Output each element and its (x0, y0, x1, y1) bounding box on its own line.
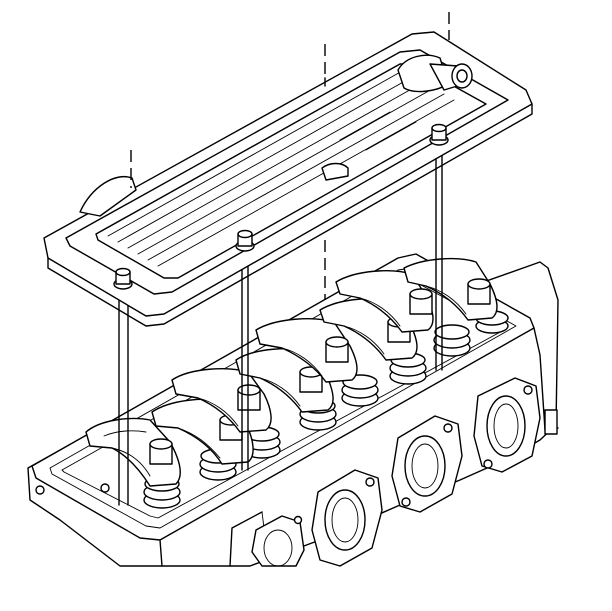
rocker-arm (403, 257, 498, 321)
rocker-arms (85, 257, 498, 487)
valve-cover (43, 31, 533, 327)
exhaust-ports (251, 377, 541, 567)
bolt (235, 229, 255, 252)
cover-bolts (113, 123, 449, 290)
rocker-arm (85, 417, 181, 487)
bolt (429, 123, 449, 146)
reference-lines (130, 12, 450, 188)
bolt (113, 267, 133, 290)
rocker-arm (171, 368, 272, 433)
exhaust-port (391, 415, 463, 513)
rocker-arm (255, 318, 358, 383)
rocker-arm (335, 270, 434, 333)
exhaust-port (473, 377, 541, 473)
exhaust-port (311, 469, 383, 567)
valve-spring (433, 324, 471, 357)
alignment-lines (118, 149, 443, 506)
exhaust-port (251, 515, 305, 567)
breather-tube (397, 54, 473, 93)
